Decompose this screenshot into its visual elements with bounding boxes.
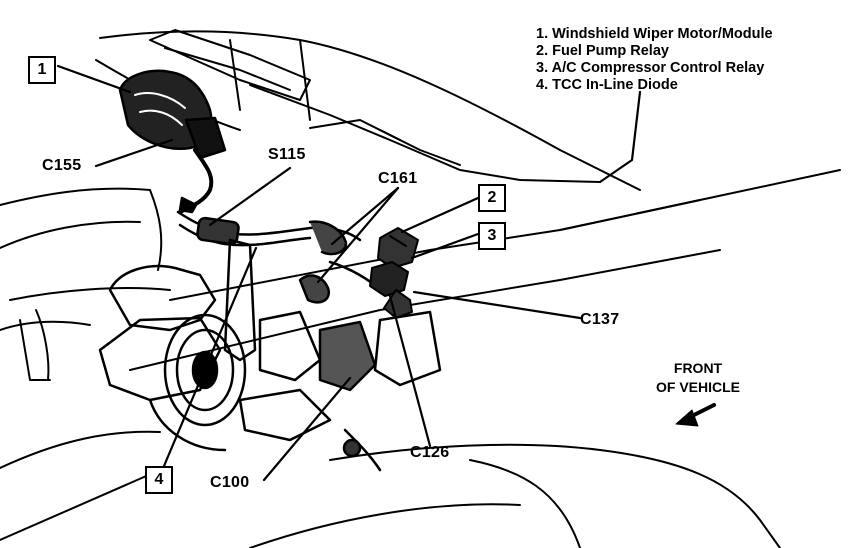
harness-drawing — [176, 196, 382, 304]
front-of-vehicle-label: FRONT OF VEHICLE — [656, 360, 741, 395]
callout-2: 2 — [478, 184, 506, 212]
front-arrow-icon — [675, 403, 716, 427]
connector-label-c155: C155 — [42, 157, 82, 174]
body-lines — [0, 169, 841, 548]
legend-item-1: 1. Windshield Wiper Motor/Module — [536, 26, 773, 42]
legend: 1. Windshield Wiper Motor/Module 2. Fuel… — [536, 26, 773, 94]
connector-label-c100: C100 — [210, 474, 250, 491]
connector-label-c137: C137 — [580, 311, 620, 328]
connector-label-s115: S115 — [268, 146, 306, 163]
wiper-motor-drawing — [118, 69, 227, 214]
connector-label-c161: C161 — [378, 170, 418, 187]
callout-3: 3 — [478, 222, 506, 250]
legend-item-2: 2. Fuel Pump Relay — [536, 43, 669, 59]
cowl-outline — [95, 29, 641, 191]
relays-drawing — [369, 227, 419, 319]
callout-1: 1 — [28, 56, 56, 84]
leader-lines — [56, 64, 642, 482]
connector-label-c126: C126 — [410, 444, 450, 461]
legend-item-4: 4. TCC In-Line Diode — [536, 77, 678, 93]
engine-drawing — [98, 238, 442, 472]
callout-4: 4 — [145, 466, 173, 494]
legend-item-3: 3. A/C Compressor Control Relay — [536, 60, 765, 76]
